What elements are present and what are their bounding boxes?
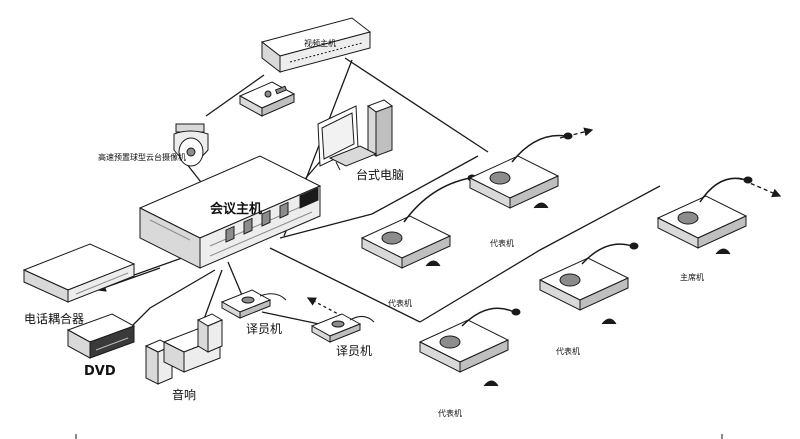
video-host-device [260,17,372,74]
phone-coupler-device [22,243,136,303]
cable-row-2-chain [419,185,661,323]
cable-delegate-row-top-tail [559,127,594,139]
delegate-unit-2 [468,132,573,209]
delegate-unit-1 [360,174,477,269]
desktop-pc-device [317,99,394,171]
speaker-device [144,313,224,385]
label-dvd: DVD [84,364,116,379]
chairman-unit [656,176,753,255]
ptz-controller-device [238,81,296,117]
label-delegate-4: 代表机 [438,409,462,418]
delegate-unit-3 [418,307,521,387]
label-desktop-pc: 台式电脑 [356,168,405,182]
label-chairman: 主席机 [680,273,704,282]
label-delegate-2: 代表机 [388,299,412,308]
interpreter-unit-2 [310,313,375,343]
cable-video-host-to-delegates [344,57,489,153]
label-phone-coupler: 电话耦合器 [24,312,85,326]
cable-conf-host-to-delegate-1 [279,213,373,239]
cable-video-host-to-camera [205,74,265,117]
interpreter-unit-1 [220,289,287,319]
label-video-host: 视频主机 [304,39,336,48]
label-interpreter-2: 译员机 [336,344,373,358]
label-ptz-camera: 高速预置球型云台摄像机 [98,153,186,162]
cable-conf-host-to-dvd [127,269,216,331]
cable-conf-host-to-interpreter-1 [227,261,245,301]
delegate-unit-4 [538,242,639,325]
cable-delegate-row-top [371,155,479,215]
label-conference-host: 会议主机 [210,202,263,217]
dvd-device [66,313,136,359]
cable-conf-host-to-row-2 [269,247,421,323]
label-delegate-3: 代表机 [556,347,580,356]
label-interpreter-1: 译员机 [246,322,283,336]
label-delegate-1: 代表机 [490,239,514,248]
conference-host-device [138,155,322,269]
cable-interpreter-tail [306,297,343,317]
label-speaker: 音响 [172,388,197,402]
ptz-camera-device [173,123,209,167]
